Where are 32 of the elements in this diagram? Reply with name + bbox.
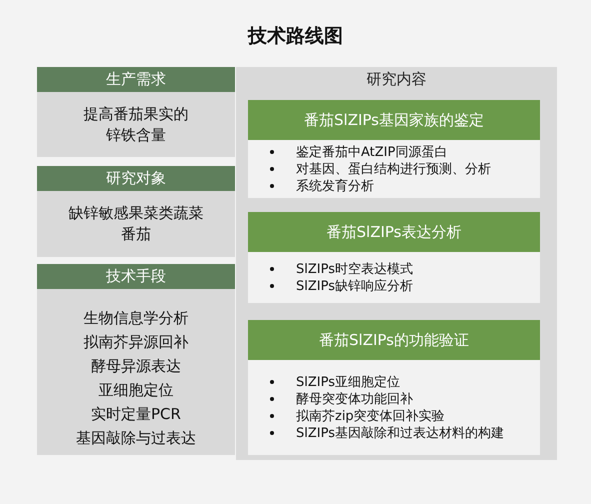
section-header: 技术手段 bbox=[37, 264, 235, 289]
title: 技术路线图 bbox=[246, 24, 344, 49]
method-item: 拟南芥异源回补 bbox=[84, 332, 188, 353]
info-box bbox=[37, 264, 235, 455]
method-item: 基因敲除与过表达 bbox=[76, 428, 196, 449]
method-item: 亚细胞定位 bbox=[98, 380, 174, 401]
bullet-text: SlZIPs亚细胞定位 bbox=[296, 374, 400, 390]
info-box bbox=[248, 320, 540, 455]
bullet-text: SlZIPs时空表达模式 bbox=[296, 260, 413, 278]
bullet-text: 拟南芥zip突变体回补实验 bbox=[296, 408, 445, 424]
content-header: 番茄SlZIPs的功能验证 bbox=[248, 320, 540, 360]
method-item: 生物信息学分析 bbox=[84, 308, 188, 329]
content-panel bbox=[236, 67, 557, 460]
info-box bbox=[248, 100, 540, 198]
section-text: 提高番茄果实的锌铁含量 bbox=[82, 104, 190, 146]
section-header: 生产需求 bbox=[37, 67, 235, 92]
method-item: 酵母异源表达 bbox=[91, 356, 181, 377]
bullet-text: SlZIPs缺锌响应分析 bbox=[296, 278, 413, 294]
bullet-text: 系统发育分析 bbox=[296, 178, 374, 194]
section-text: 缺锌敏感果菜类蔬菜番茄 bbox=[68, 203, 204, 245]
bullet-text: 酵母突变体功能回补 bbox=[296, 390, 413, 408]
bullet-text: 鉴定番茄中AtZIP同源蛋白 bbox=[296, 144, 448, 160]
panel-header: 研究内容 bbox=[366, 69, 428, 90]
bullet-text: SlZIPs基因敲除和过表达材料的构建 bbox=[296, 424, 504, 442]
info-box bbox=[248, 212, 540, 303]
method-item: 实时定量PCR bbox=[91, 404, 181, 425]
content-header: 番茄SlZIPs表达分析 bbox=[248, 212, 540, 252]
info-box bbox=[37, 67, 235, 157]
section-header: 研究对象 bbox=[37, 166, 235, 191]
info-box bbox=[37, 166, 235, 257]
content-header: 番茄SlZIPs基因家族的鉴定 bbox=[248, 100, 540, 140]
bullet-text: 对基因、蛋白结构进行预测、分析 bbox=[296, 160, 491, 178]
